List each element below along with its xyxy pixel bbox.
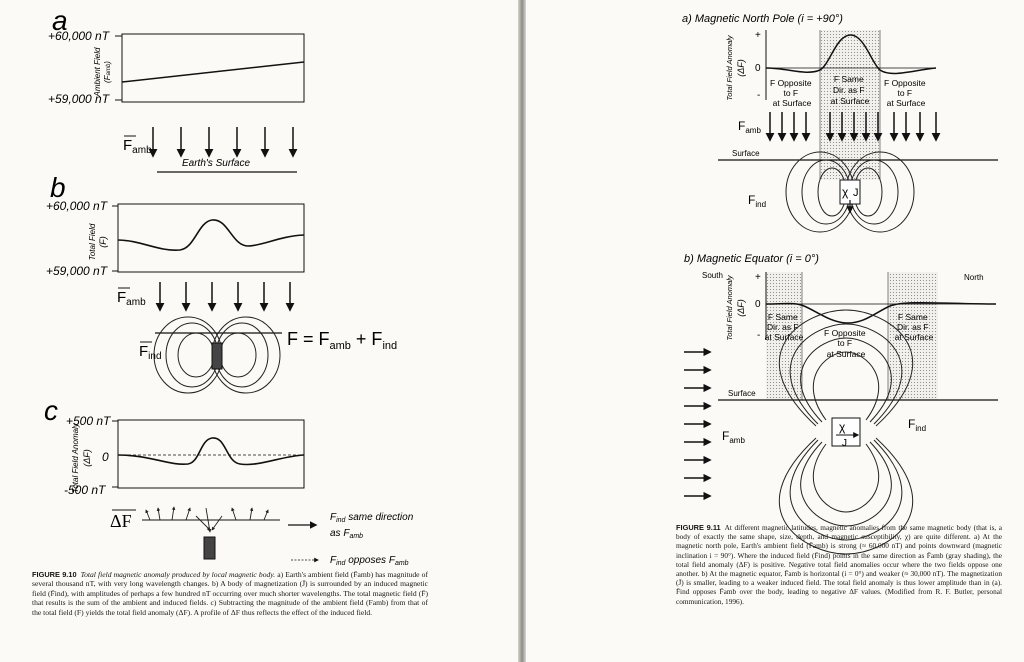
- caption-label: FIGURE 9.11: [676, 523, 721, 532]
- right-b-yaxis-sym: (ΔF): [736, 299, 746, 317]
- right-b-plus: +: [755, 272, 761, 283]
- panel-c-ybottom: -500 nT: [64, 483, 107, 497]
- right-a-zero: 0: [755, 63, 761, 74]
- right-a-zone2: F Same Dir. as F at Surface: [831, 74, 870, 106]
- panel-b-letter: b: [50, 172, 66, 203]
- panel-c-delta-f: ΔF: [110, 511, 132, 531]
- right-b-zone1: F Same Dir. as F at Surface: [765, 312, 804, 342]
- right-b-same-zone-shading-left: [766, 272, 802, 400]
- right-b-surface-label: Surface: [728, 389, 756, 398]
- panel-c-plot-frame: [117, 419, 305, 489]
- right-b-famb-label: Famb: [722, 429, 745, 445]
- panel-c-legend-opposes: Find opposes Famb: [330, 555, 409, 567]
- panel-c-yaxis: Total Field Anomaly: [71, 422, 80, 493]
- right-b-north: North: [964, 273, 984, 282]
- panel-a-ytop: +60,000 nT: [48, 29, 111, 43]
- panel-b-ytop: +60,000 nT: [46, 199, 109, 213]
- panel-c-magnetic-body: [203, 536, 216, 560]
- right-a-yaxis-sym: (ΔF): [736, 59, 746, 77]
- right-b-zero: 0: [755, 299, 761, 310]
- panel-c-yzero: 0: [102, 450, 109, 464]
- right-b-zone3: F Same Dir. as F at Surface: [895, 312, 934, 342]
- panel-b-ambient-arrows: [155, 282, 295, 312]
- panel-a-yaxis-sym: (Famb): [103, 61, 112, 83]
- panel-b-ybottom: +59,000 nT: [46, 264, 109, 278]
- right-b-dipole-field-lines: [778, 309, 914, 555]
- panel-b-magnetic-body: [211, 342, 223, 370]
- right-a-plus: +: [755, 30, 761, 41]
- right-b-anomaly-curve: [765, 301, 997, 324]
- caption-body: At different magnetic latitudes, magneti…: [676, 523, 1002, 606]
- panel-a-plot-frame: [121, 33, 305, 103]
- right-a-yaxis: Total Field Anomaly: [725, 34, 734, 101]
- right-a-find-label: Find: [748, 193, 766, 209]
- caption-label: FIGURE 9.10: [32, 570, 77, 579]
- panel-a-ambient-arrows: [148, 127, 298, 158]
- right-b-same-zone-shading-right: [888, 272, 938, 400]
- right-b-find-label: Find: [908, 417, 926, 433]
- panel-a-famb-label: Famb: [123, 137, 152, 156]
- panel-c-legend-same-2: as Famb: [330, 528, 363, 540]
- right-figure: a) Magnetic North Pole (i = +90°) + 0 - …: [682, 13, 998, 555]
- panel-c-ytop: +500 nT: [66, 414, 112, 428]
- panel-a-ybottom: +59,000 nT: [48, 92, 111, 106]
- panel-b-yaxis: Total Field: [88, 223, 97, 260]
- panel-b-find-label: Find: [139, 343, 162, 362]
- right-a-zone3: F Opposite to F at Surface: [884, 78, 928, 108]
- panel-b-plot-frame: [117, 203, 305, 273]
- right-a-j: J: [853, 187, 859, 199]
- right-page: a) Magnetic North Pole (i = +90°) + 0 - …: [526, 0, 1024, 662]
- right-a-title: a) Magnetic North Pole (i = +90°): [682, 13, 843, 25]
- panel-a-yaxis: Ambient Field: [93, 47, 102, 97]
- panel-c-yaxis-sym: (ΔF): [82, 449, 92, 467]
- caption-body: a) Earth's ambient field (F̄amb) has mag…: [32, 570, 428, 617]
- right-b-zone2: F Opposite to F at Surface: [824, 328, 868, 359]
- right-a-ambient-arrows: [765, 112, 941, 142]
- panel-a-ambient-line: [121, 61, 305, 83]
- right-a-chi: χ: [842, 185, 849, 199]
- panel-c-legend-same: Find same direction: [330, 512, 414, 524]
- panel-b-total-field-curve: [117, 219, 305, 251]
- panel-b-famb-label: Famb: [117, 289, 146, 308]
- panel-b-equation: F = Famb + Find: [287, 329, 397, 352]
- panel-c-profile-vectors: [145, 506, 269, 533]
- right-b-south: South: [702, 271, 723, 280]
- right-b-title: b) Magnetic Equator (i = 0°): [684, 253, 819, 265]
- right-a-surface-label: Surface: [732, 149, 760, 158]
- right-a-anomaly-curve: [765, 34, 937, 75]
- right-b-chi: χ: [839, 420, 846, 434]
- right-a-famb-label: Famb: [738, 119, 761, 135]
- book-gutter: [518, 0, 526, 662]
- panel-a-surface-label: Earth's Surface: [182, 158, 250, 169]
- panel-c-anomaly-curve: [117, 437, 305, 466]
- right-b-yaxis: Total Field Anomaly: [725, 274, 734, 341]
- right-b-ambient-arrows: [684, 347, 712, 501]
- right-a-minus: -: [757, 90, 760, 101]
- right-a-zone1: F Opposite to F at Surface: [770, 78, 814, 108]
- left-figure: a +60,000 nT +59,000 nT Ambient Field (F…: [44, 5, 414, 567]
- right-b-j: J: [842, 438, 847, 449]
- panel-b-yaxis-sym: (F): [98, 236, 108, 248]
- right-b-minus: -: [757, 330, 760, 341]
- panel-a-letter: a: [52, 5, 68, 36]
- caption-title: Total field magnetic anomaly produced by…: [80, 570, 276, 579]
- panel-c-letter: c: [44, 395, 58, 426]
- left-page: a +60,000 nT +59,000 nT Ambient Field (F…: [32, 5, 428, 617]
